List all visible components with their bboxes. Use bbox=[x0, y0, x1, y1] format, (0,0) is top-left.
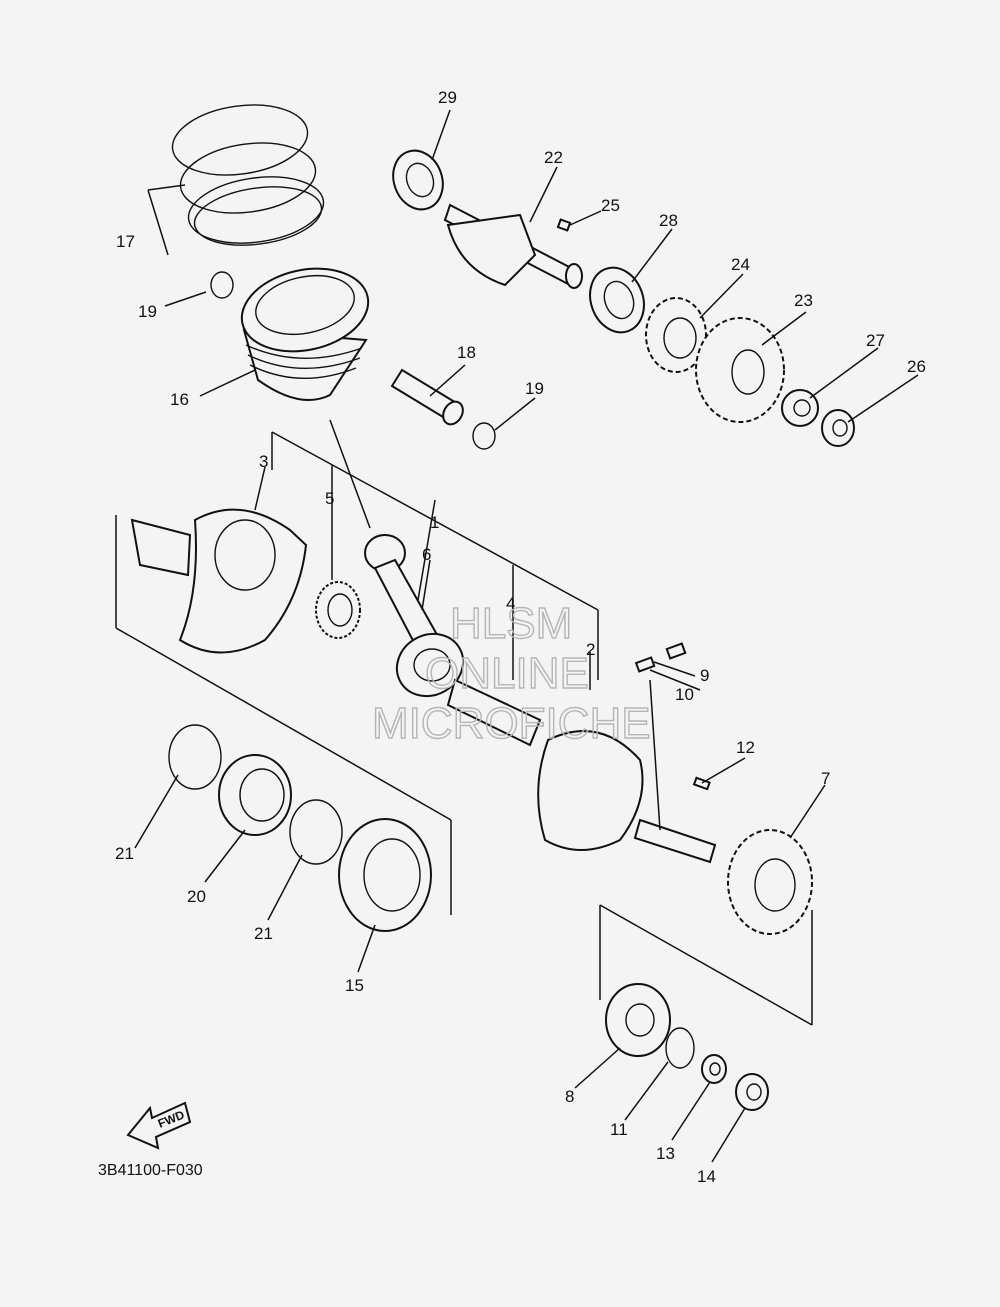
watermark-line-2: ONLINE bbox=[425, 649, 589, 698]
callout-label: 5 bbox=[325, 489, 334, 508]
piston-pin-part bbox=[390, 368, 464, 426]
callout-numbers: 1 2 3 4 5 6 7 8 9 10 11 12 13 14 15 16 1… bbox=[115, 88, 926, 1186]
callout-label: 14 bbox=[697, 1167, 716, 1186]
lock-washer-part bbox=[781, 389, 819, 427]
callout-label: 1 bbox=[430, 513, 439, 532]
fwd-arrow-icon: FWD bbox=[126, 1101, 192, 1150]
callout-label: 15 bbox=[345, 976, 364, 995]
gear-part bbox=[645, 297, 707, 373]
gear-part bbox=[727, 829, 813, 935]
callout-label: 10 bbox=[675, 685, 694, 704]
crank-right-part bbox=[446, 678, 717, 864]
callout-label: 7 bbox=[821, 769, 830, 788]
callout-label: 17 bbox=[116, 232, 135, 251]
nut-part bbox=[821, 409, 855, 447]
callout-label: 4 bbox=[506, 594, 515, 613]
callout-label: 16 bbox=[170, 390, 189, 409]
callout-label: 26 bbox=[907, 357, 926, 376]
callout-label: 25 bbox=[601, 196, 620, 215]
bearing-part bbox=[392, 149, 444, 211]
callout-label: 28 bbox=[659, 211, 678, 230]
key-part bbox=[556, 218, 572, 232]
callout-label: 9 bbox=[700, 666, 709, 685]
circlip-part bbox=[289, 799, 343, 865]
nut-part bbox=[735, 1073, 769, 1111]
callout-label: 12 bbox=[736, 738, 755, 757]
callout-label: 19 bbox=[525, 379, 544, 398]
callout-label: 29 bbox=[438, 88, 457, 107]
callout-label: 8 bbox=[565, 1087, 574, 1106]
callout-label: 19 bbox=[138, 302, 157, 321]
callout-label: 3 bbox=[259, 452, 268, 471]
piston-part bbox=[240, 267, 370, 401]
drawing-code: 3B41100-F030 bbox=[98, 1162, 203, 1179]
watermark-line-1: HLSM bbox=[450, 599, 572, 648]
circlip-part bbox=[472, 422, 496, 450]
callout-label: 21 bbox=[115, 844, 134, 863]
callout-label: 18 bbox=[457, 343, 476, 362]
bushing-part bbox=[218, 754, 292, 836]
callout-label: 21 bbox=[254, 924, 273, 943]
bearing-part bbox=[589, 266, 645, 334]
pin-part bbox=[634, 656, 656, 673]
piston-rings-part bbox=[171, 104, 325, 246]
key-part bbox=[692, 776, 711, 791]
circlip-part bbox=[665, 1027, 695, 1069]
callout-label: 6 bbox=[422, 545, 431, 564]
callout-label: 22 bbox=[544, 148, 563, 167]
spring-part bbox=[665, 642, 687, 660]
crank-left-part bbox=[130, 508, 308, 654]
callout-label: 20 bbox=[187, 887, 206, 906]
leader-lines bbox=[134, 109, 919, 1163]
callout-label: 13 bbox=[656, 1144, 675, 1163]
assembly-bracket-lines bbox=[115, 184, 813, 1026]
callout-label: 23 bbox=[794, 291, 813, 310]
circlip-part bbox=[168, 724, 222, 790]
watermark-line-3: MICROFICHE bbox=[372, 699, 651, 748]
balancer-shaft-part bbox=[443, 203, 583, 289]
callout-label: 11 bbox=[610, 1120, 628, 1139]
circlip-part bbox=[210, 271, 234, 299]
washer-part bbox=[701, 1054, 727, 1084]
needle-bearing-part bbox=[315, 581, 361, 639]
callout-label: 24 bbox=[731, 255, 750, 274]
plate-part bbox=[605, 983, 671, 1057]
connecting-rod-part bbox=[364, 534, 465, 698]
callout-label: 27 bbox=[866, 331, 885, 350]
gear-part bbox=[695, 317, 785, 423]
watermark: HLSM ONLINE MICROFICHE bbox=[371, 598, 651, 748]
bearing-part bbox=[338, 818, 432, 932]
callout-label: 2 bbox=[586, 640, 595, 659]
